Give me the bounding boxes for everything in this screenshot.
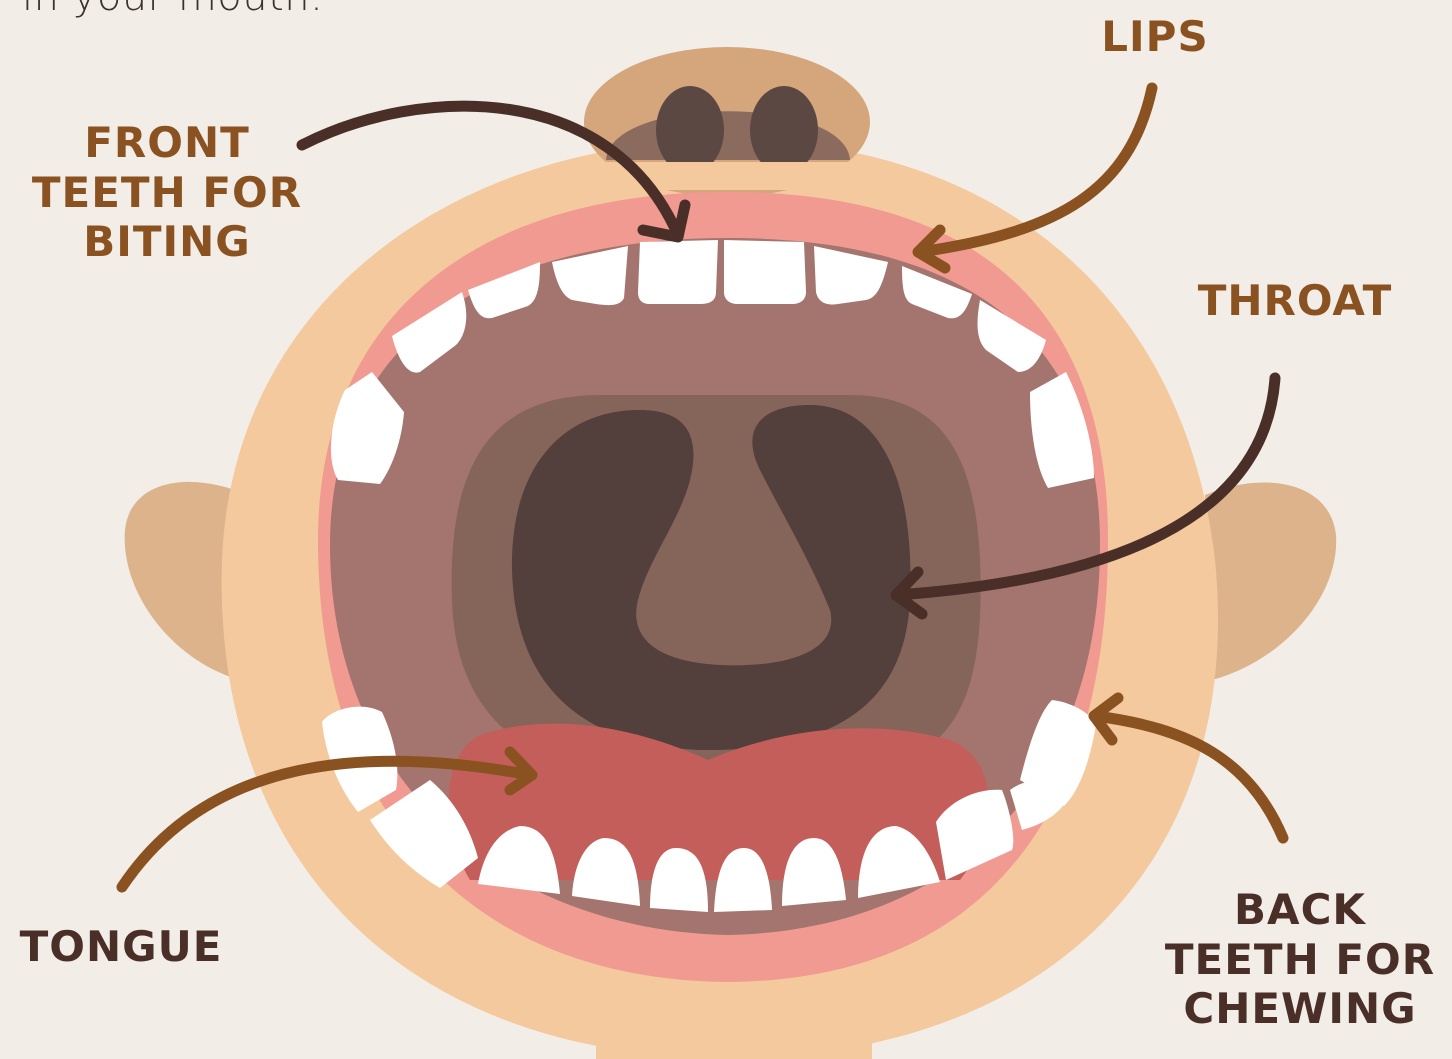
label-back-teeth-line-1: BACK: [1150, 885, 1450, 935]
label-back-teeth: BACK TEETH FOR CHEWING: [1150, 885, 1450, 1034]
upper-tooth: [724, 240, 806, 304]
label-back-teeth-line-2: TEETH FOR: [1150, 935, 1450, 985]
label-front-teeth-line-3: BITING: [22, 217, 312, 267]
label-front-teeth: FRONT TEETH FOR BITING: [22, 118, 312, 267]
nose-base: [560, 162, 890, 190]
label-front-teeth-line-2: TEETH FOR: [22, 168, 312, 218]
intro-text: in your mouth.: [22, 0, 323, 20]
label-throat: THROAT: [1180, 276, 1410, 326]
label-back-teeth-line-3: CHEWING: [1150, 984, 1450, 1034]
label-lips: LIPS: [1070, 12, 1240, 62]
label-front-teeth-line-1: FRONT: [22, 118, 312, 168]
right-ear: [1205, 482, 1336, 680]
label-tongue: TONGUE: [6, 922, 236, 972]
upper-tooth: [638, 240, 718, 304]
right-nostril: [750, 86, 818, 174]
left-nostril: [656, 86, 724, 174]
